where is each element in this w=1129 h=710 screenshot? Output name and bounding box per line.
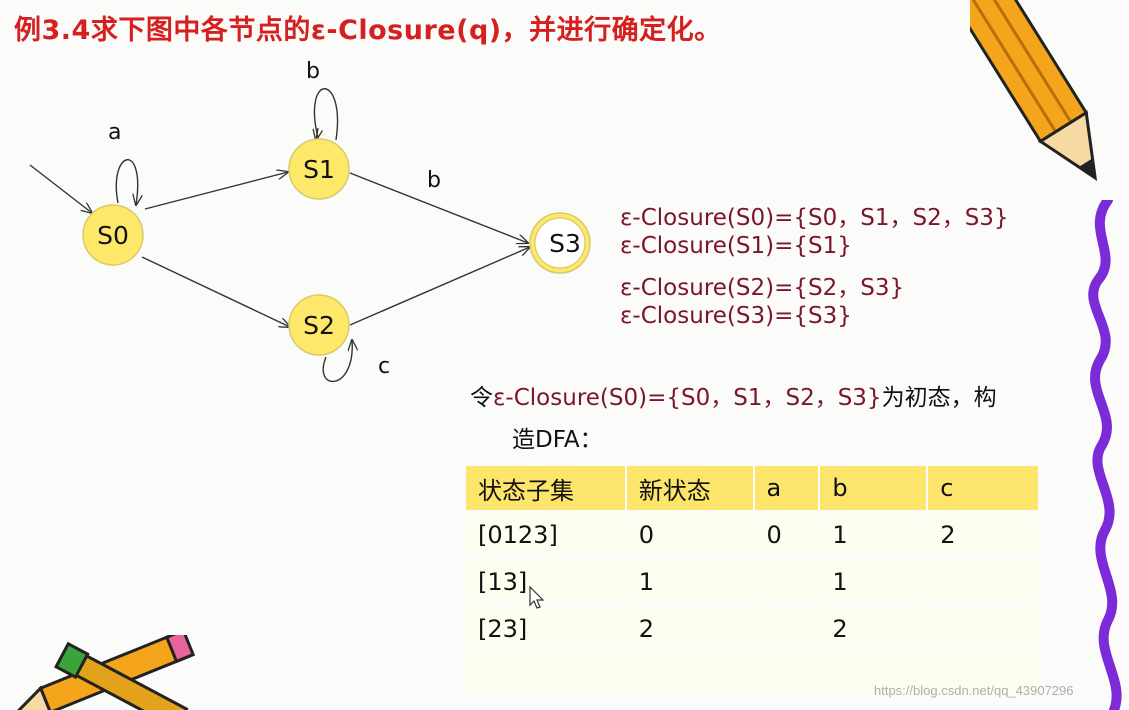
table-row: [13] 1 1: [466, 557, 1040, 606]
closure-s2: ε-Closure(S2)={S2，S3}: [620, 275, 905, 301]
table-cell: 2: [927, 510, 1040, 559]
table-header: a: [753, 466, 821, 512]
table-row: [466, 651, 1040, 694]
table-cell: [23]: [466, 604, 627, 653]
table-header: b: [819, 466, 929, 512]
table-cell: [0123]: [466, 510, 627, 559]
label-loop-s1: b: [306, 59, 320, 84]
table-cell: [753, 651, 821, 694]
table-header: c: [927, 466, 1040, 512]
table-cell: 2: [625, 604, 755, 653]
table-cell: [625, 651, 755, 694]
construct-dfa-text: 造DFA：: [512, 427, 603, 453]
para-closure: ε-Closure(S0)={S0，S1，S2，S3}: [493, 385, 882, 411]
table-header: 新状态: [625, 466, 755, 512]
table-cell: 0: [753, 510, 821, 559]
edge-s0-s2: [141, 256, 290, 327]
loop-s0: [115, 159, 137, 205]
table-header: 状态子集: [466, 466, 627, 512]
edge-s2-s3: [349, 247, 530, 326]
node-s3: S3: [529, 212, 591, 274]
pencils-bottom-left-icon: [14, 635, 196, 710]
node-s1: S1: [288, 138, 350, 200]
label-s1-s3: b: [427, 168, 441, 193]
node-s0-label: S0: [97, 221, 129, 250]
table-cell: 0: [625, 510, 755, 559]
table-cell: [753, 604, 821, 653]
table-cell: [927, 604, 1040, 653]
table-header-row: 状态子集 新状态 a b c: [466, 466, 1040, 512]
closure-s0: ε-Closure(S0)={S0，S1，S2，S3}: [620, 205, 1009, 231]
nfa-diagram: S0 S1 S2 S3 a b b c: [29, 59, 591, 382]
table-cell: [927, 557, 1040, 606]
table-cell: [819, 651, 929, 694]
loop-s1: [313, 88, 339, 141]
closure-s3: ε-Closure(S3)={S3}: [620, 303, 852, 329]
loop-s1-head: [316, 127, 318, 140]
initial-state-text: 令ε-Closure(S0)={S0，S1，S2，S3}为初态，构: [470, 378, 997, 412]
node-s3-label: S3: [549, 229, 581, 258]
label-loop-s0: a: [108, 120, 121, 145]
table-cell: [466, 651, 627, 694]
edge-s0-s1: [144, 172, 288, 210]
node-s2: S2: [288, 294, 350, 356]
start-arrow: [29, 164, 92, 213]
loop-s2: [322, 340, 352, 382]
para-prefix: 令: [470, 385, 493, 411]
table-cell: [927, 651, 1040, 694]
edge-s1-s3: [349, 172, 528, 243]
node-s2-label: S2: [303, 311, 335, 340]
para-suffix: 为初态，构: [881, 385, 997, 411]
node-s1-label: S1: [303, 155, 335, 184]
table-cell: 1: [625, 557, 755, 606]
table-cell: 1: [819, 510, 929, 559]
slide-title: 例3.4求下图中各节点的ε-Closure(q)，并进行确定化。: [14, 15, 722, 46]
watermark: https://blog.csdn.net/qq_43907296: [874, 683, 1074, 698]
table-row: [0123] 0 0 1 2: [466, 510, 1040, 559]
dfa-table: 状态子集 新状态 a b c [0123] 0 0 1 2 [13] 1 1 […: [466, 466, 1040, 694]
table-cell: 2: [819, 604, 929, 653]
table-cell: 1: [819, 557, 929, 606]
mouse-cursor-icon: [529, 586, 545, 609]
label-loop-s2: c: [378, 354, 390, 379]
table-row: [23] 2 2: [466, 604, 1040, 653]
pencil-top-right-icon: [970, 0, 1098, 182]
table-cell: [13]: [466, 557, 627, 606]
node-s0: S0: [82, 204, 144, 266]
table-cell: [753, 557, 821, 606]
closure-s1: ε-Closure(S1)={S1}: [620, 233, 852, 259]
squiggle-decoration-icon: [1088, 200, 1122, 710]
